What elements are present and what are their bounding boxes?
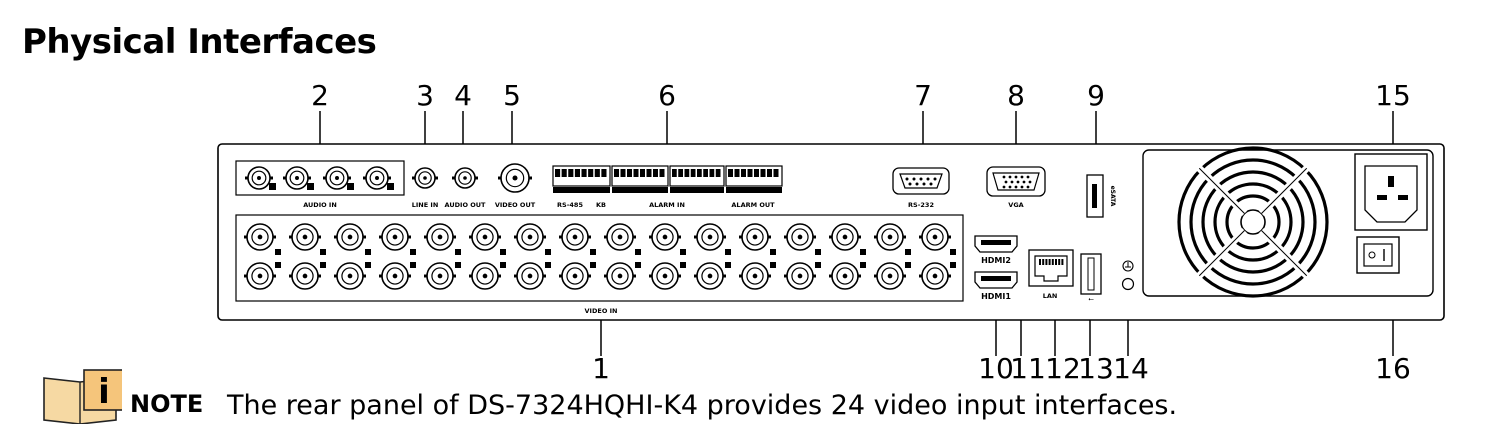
svg-text:i: i [98,372,110,412]
callout-11: 11 [1010,352,1046,385]
label-rs485: RS-485 [557,201,583,209]
label-audio-out: AUDIO OUT [445,201,487,209]
callout-5: 5 [503,79,521,112]
info-book-icon: i [43,369,122,424]
lan-port [1028,249,1074,287]
rs232-port [892,167,950,195]
callout-13: 13 [1078,352,1114,385]
callout-6: 6 [658,79,676,112]
note-row: i NOTE The rear panel of DS-7324HQHI-K4 … [40,368,1340,428]
label-kb: KB [596,201,606,209]
vga-port [986,166,1046,197]
video-in-bnc-array [244,223,956,290]
audio-in-group [235,160,405,196]
callout-7: 7 [914,79,932,112]
label-lan: LAN [1043,292,1058,300]
label-hdmi1: HDMI1 [981,292,1011,301]
callout-12: 12 [1045,352,1081,385]
note-text: The rear panel of DS-7324HQHI-K4 provide… [227,390,1178,421]
single-jacks [412,163,532,193]
terminal-blocks [552,165,783,193]
label-vga: VGA [1008,201,1023,209]
label-alarm-out: ALARM OUT [731,201,775,209]
hdmi2-port [974,235,1018,253]
callout-14: 14 [1113,352,1149,385]
callout-16: 16 [1375,352,1411,385]
svg-text:⭠: ⭠ [1088,295,1094,303]
fan-grill [1177,146,1329,298]
label-esata: eSATA [1109,186,1116,207]
label-line-in: LINE IN [412,201,439,209]
note-label: NOTE [130,390,204,418]
callout-2: 2 [311,79,329,112]
callout-8: 8 [1007,79,1025,112]
label-hdmi2: HDMI2 [981,256,1011,265]
callout-4: 4 [454,79,472,112]
callout-1: 1 [592,352,610,385]
label-audio-in: AUDIO IN [303,201,337,209]
power-switch [1356,236,1400,274]
callout-15: 15 [1375,79,1411,112]
ground-terminal [1121,260,1135,291]
label-rs232: RS-232 [908,201,934,209]
video-in-group [235,214,964,302]
audio-in-jacks [245,166,394,190]
label-alarm-in: ALARM IN [649,201,685,209]
hdmi1-port [974,271,1018,289]
label-video-in: VIDEO IN [585,307,618,315]
page-title: Physical Interfaces [22,22,377,62]
callout-10: 10 [978,352,1014,385]
usb-port: ⭠ [1080,253,1102,303]
esata-port [1086,174,1104,218]
callout-3: 3 [416,79,434,112]
power-inlet [1354,153,1428,231]
label-video-out: VIDEO OUT [495,201,536,209]
callout-9: 9 [1087,79,1105,112]
